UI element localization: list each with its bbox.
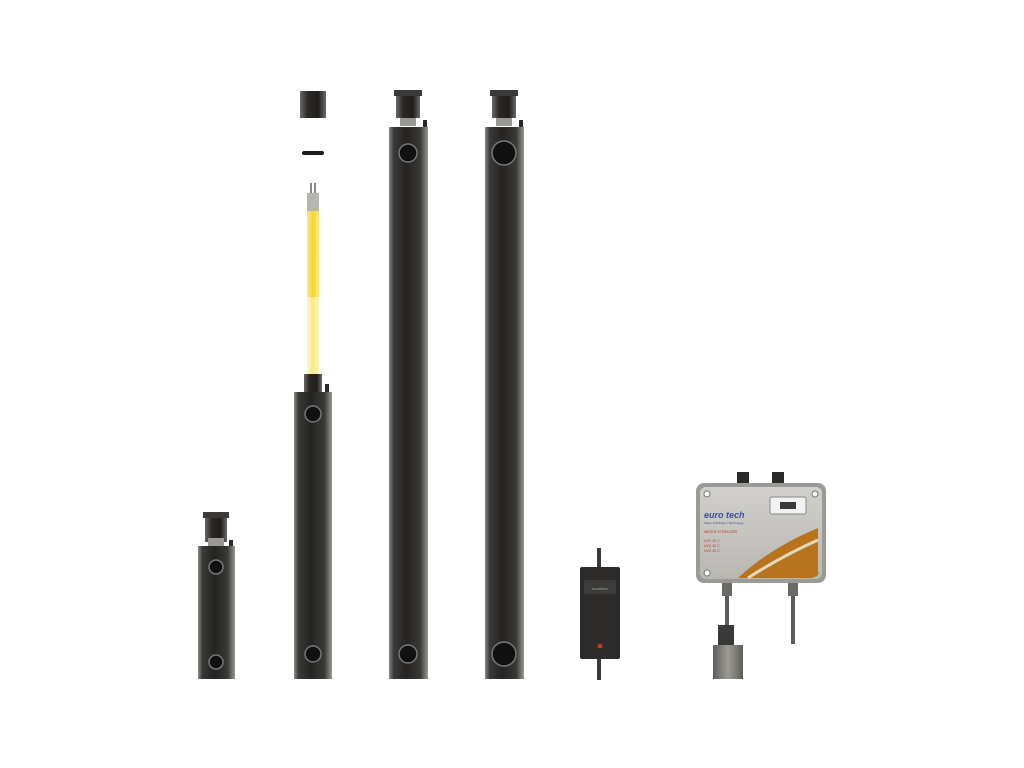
indicator-led	[597, 643, 603, 649]
brand-name: euro tech	[704, 510, 745, 520]
model-line-2: UVC 30 C	[704, 544, 720, 548]
brand-tagline: Water Purification Technology	[704, 521, 744, 525]
seal-ring	[302, 151, 324, 155]
control-box: euro tech Water Purification Technology …	[696, 472, 826, 679]
uv-lamp	[307, 211, 319, 297]
model-line-3: UVC 40 C	[704, 549, 720, 553]
short-uv-reactor	[198, 512, 235, 679]
product-name: WATER STERILIZER	[704, 530, 738, 534]
long-uv-reactor	[485, 90, 524, 679]
brand-swoosh	[738, 528, 818, 578]
medium-uv-reactor	[389, 90, 428, 679]
quartz-sleeve	[307, 297, 319, 375]
sensor-probe	[713, 645, 743, 679]
model-line-1: UVC 20 C	[704, 539, 720, 543]
exploded-uv-reactor	[294, 91, 332, 679]
end-cap	[300, 91, 326, 118]
ballast-unit: eurotech	[580, 548, 620, 680]
ballast-label: eurotech	[592, 586, 608, 591]
